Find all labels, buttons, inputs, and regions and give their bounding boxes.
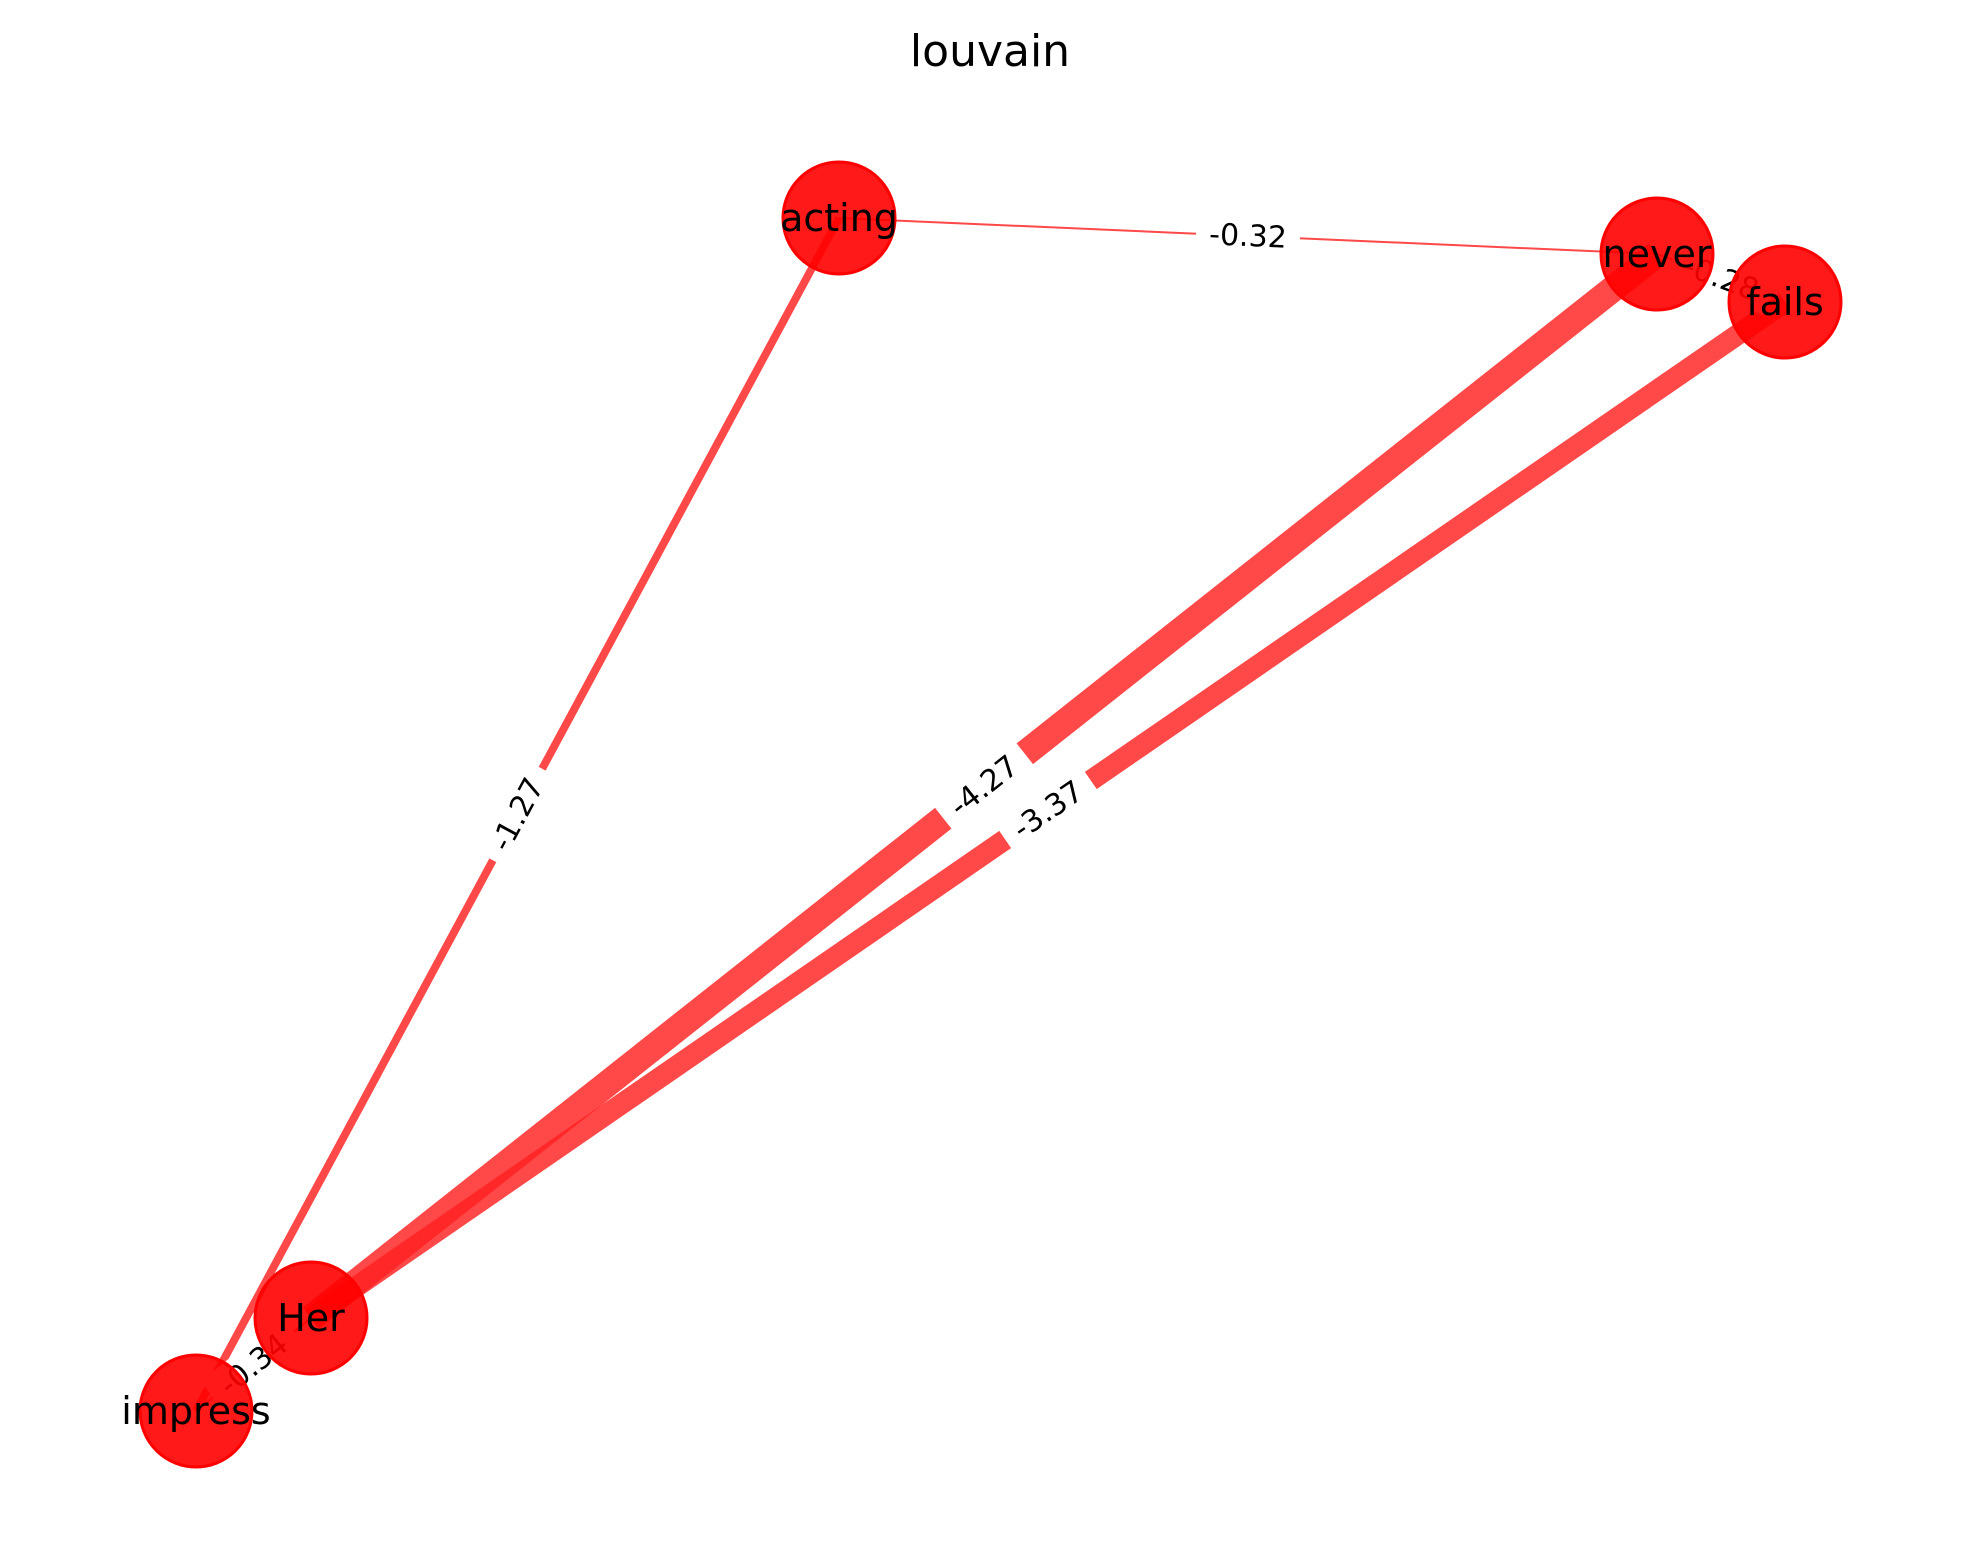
svg-text:-1.27: -1.27 bbox=[484, 772, 552, 857]
graph-title: louvain bbox=[910, 26, 1070, 77]
node-acting: acting bbox=[780, 160, 898, 276]
node-label: acting bbox=[780, 196, 898, 240]
node-impress: impress bbox=[121, 1353, 271, 1469]
svg-text:-0.32: -0.32 bbox=[1208, 217, 1287, 255]
node-label: impress bbox=[121, 1389, 270, 1433]
node-fails: fails bbox=[1727, 244, 1843, 360]
edges-layer bbox=[192, 216, 1791, 1413]
node-label: fails bbox=[1746, 280, 1824, 324]
edge-label-acting-never: -0.32 bbox=[1195, 213, 1301, 259]
node-label: Her bbox=[277, 1296, 345, 1340]
svg-text:-3.37: -3.37 bbox=[1006, 774, 1090, 847]
node-label: never bbox=[1603, 232, 1712, 276]
node-her: Her bbox=[253, 1260, 369, 1376]
node-never: never bbox=[1599, 196, 1715, 312]
edge-label-acting-impress: -1.27 bbox=[475, 759, 560, 870]
